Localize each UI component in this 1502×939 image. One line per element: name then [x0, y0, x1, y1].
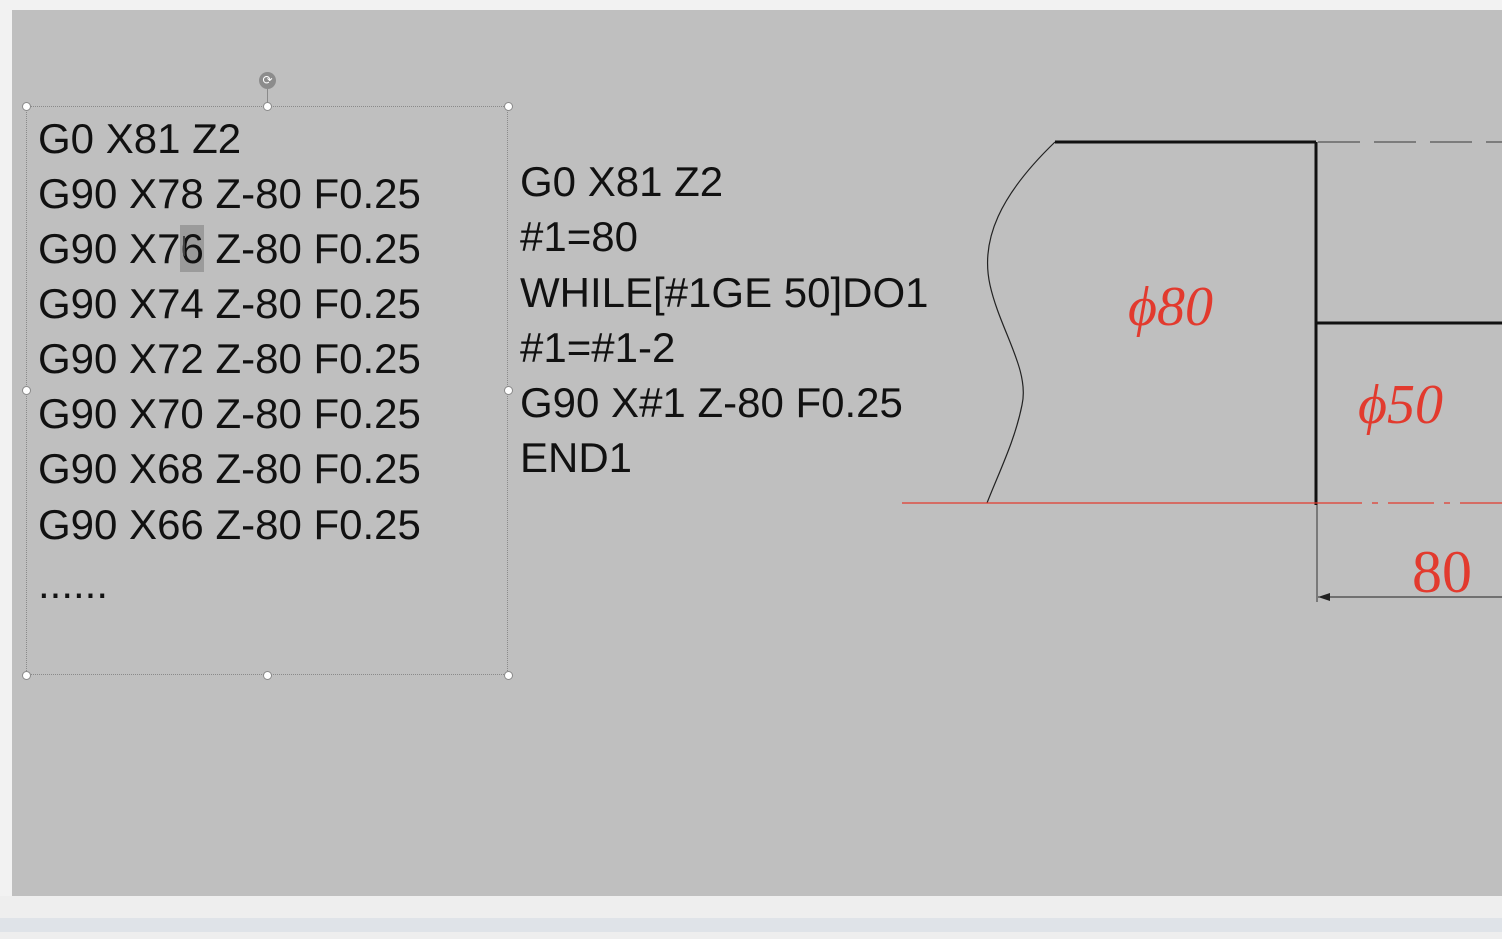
dim-diameter-80: ϕ80	[1128, 276, 1213, 338]
left-code-line-3-prefix[interactable]: G90 X7	[38, 225, 181, 272]
rotate-handle-stem	[267, 89, 268, 106]
resize-handle-middle-left[interactable]	[22, 386, 31, 395]
left-code-line-1[interactable]: G0 X81 Z2	[38, 115, 242, 162]
resize-handle-middle-right[interactable]	[504, 386, 513, 395]
text-cursor	[183, 236, 185, 256]
right-code-line-5[interactable]: G90 X#1 Z-80 F0.25	[520, 379, 903, 426]
selected-text[interactable]: 6	[180, 225, 204, 272]
right-code-line-3[interactable]: WHILE[#1GE 50]DO1	[520, 269, 929, 316]
workspace-left-margin	[0, 0, 12, 939]
resize-handle-bottom-left[interactable]	[22, 671, 31, 680]
horizontal-scrollbar[interactable]	[0, 918, 1502, 932]
dim-diameter-50: ϕ50	[1358, 374, 1443, 436]
workspace-top-margin	[0, 0, 1502, 10]
left-code-line-8[interactable]: G90 X66 Z-80 F0.25	[38, 501, 421, 548]
right-code-line-4[interactable]: #1=#1-2	[520, 324, 676, 371]
left-code-ellipsis[interactable]: ......	[38, 560, 109, 607]
resize-handle-bottom-right[interactable]	[504, 671, 513, 680]
left-code-line-4[interactable]: G90 X74 Z-80 F0.25	[38, 280, 421, 327]
break-line	[986, 141, 1056, 504]
left-code-line-2[interactable]: G90 X78 Z-80 F0.25	[38, 170, 421, 217]
right-code-line-2[interactable]: #1=80	[520, 213, 638, 260]
right-code-line-6[interactable]: END1	[520, 434, 633, 481]
resize-handle-top-right[interactable]	[504, 102, 513, 111]
dimension-arrow	[1318, 593, 1330, 601]
slide-canvas[interactable]	[12, 10, 1502, 896]
resize-handle-bottom-center[interactable]	[263, 671, 272, 680]
dim-length-80: 80	[1412, 539, 1472, 605]
rotate-icon[interactable]: ⟳	[259, 72, 276, 89]
left-code-line-3[interactable]: G90 X76 Z-80 F0.25	[38, 225, 421, 273]
right-code-line-1[interactable]: G0 X81 Z2	[520, 158, 724, 205]
left-code-line-5[interactable]: G90 X72 Z-80 F0.25	[38, 335, 421, 382]
left-code-line-3-suffix[interactable]: Z-80 F0.25	[203, 225, 421, 272]
left-code-line-6[interactable]: G90 X70 Z-80 F0.25	[38, 390, 421, 437]
resize-handle-top-left[interactable]	[22, 102, 31, 111]
left-code-line-7[interactable]: G90 X68 Z-80 F0.25	[38, 445, 421, 492]
resize-handle-top-center[interactable]	[263, 102, 272, 111]
